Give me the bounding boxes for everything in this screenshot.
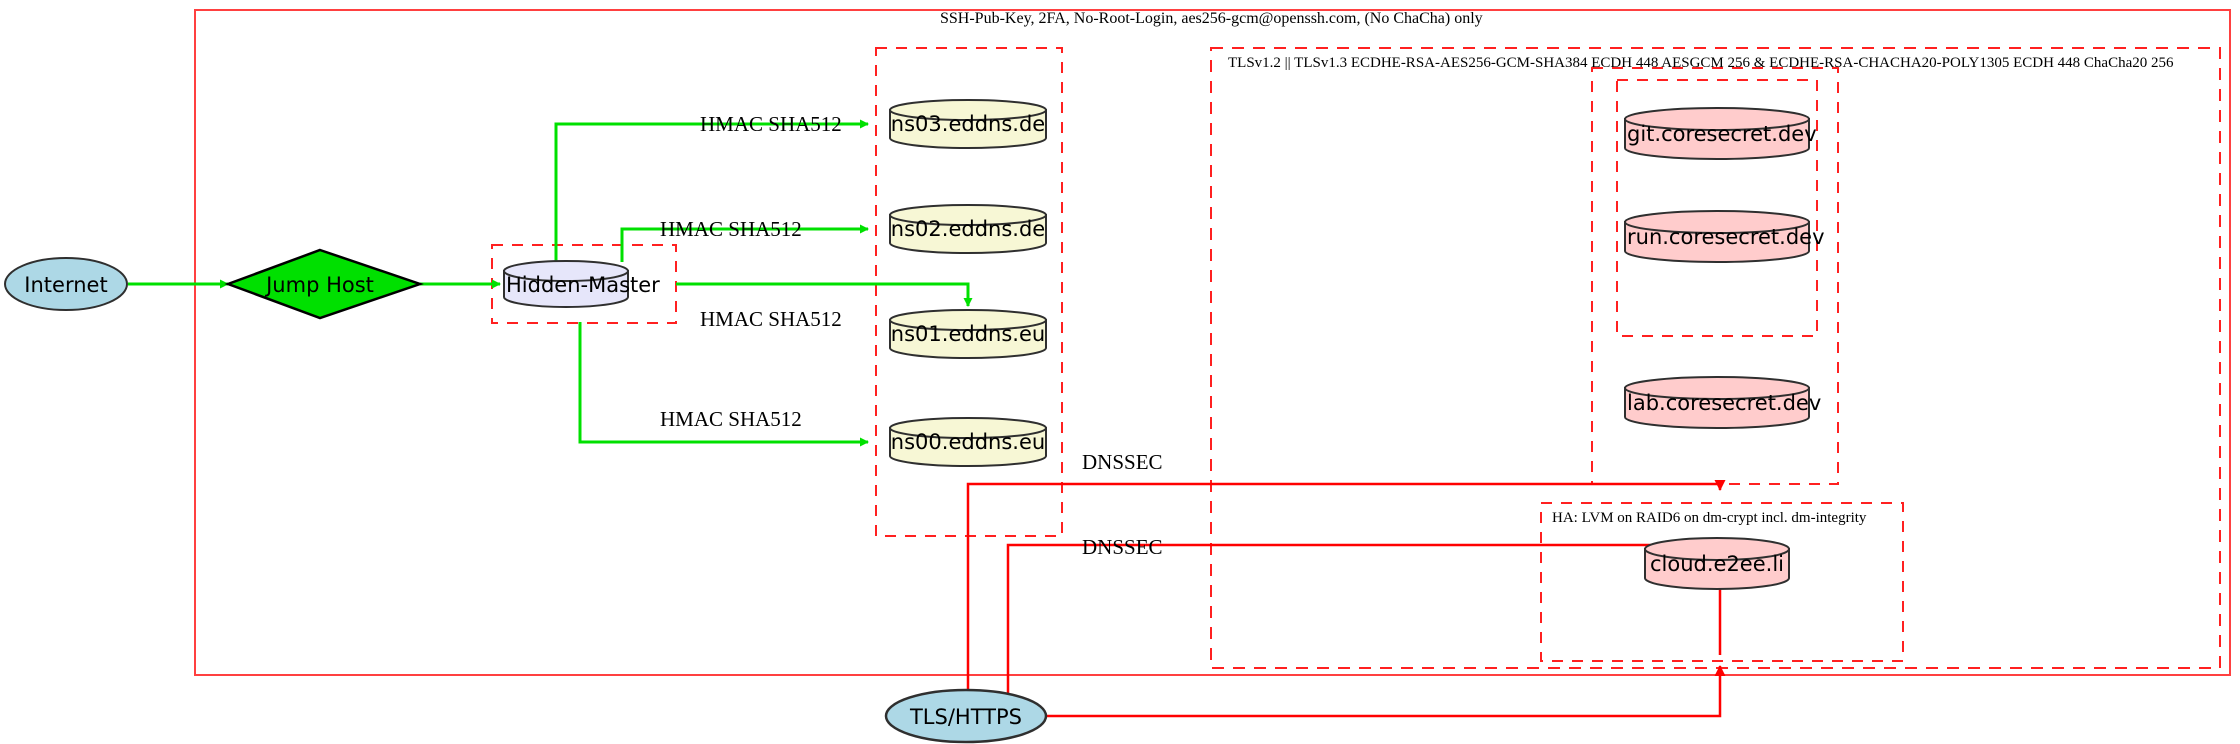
edge-dnssec-upper xyxy=(966,480,1726,716)
node-hidden-master[interactable] xyxy=(503,260,629,308)
node-git-coresecret[interactable] xyxy=(1624,107,1810,160)
node-run-coresecret[interactable] xyxy=(1624,210,1810,263)
edge-hiddenmaster-ns00 xyxy=(578,322,869,447)
node-lab-coresecret[interactable] xyxy=(1624,376,1810,429)
edge-label-dnssec-upper: DNSSEC xyxy=(1082,450,1163,474)
edge-label-hmac-ns00: HMAC SHA512 xyxy=(660,407,802,431)
node-tls-https[interactable] xyxy=(884,688,1048,744)
edge-hiddenmaster-ns03 xyxy=(554,119,869,262)
cluster-outer-ssh xyxy=(194,9,2231,676)
edge-hiddenmaster-ns01 xyxy=(676,282,973,307)
edge-hiddenmaster-ns02 xyxy=(620,224,869,262)
cluster-label-ha-storage: HA: LVM on RAID6 on dm-crypt incl. dm-in… xyxy=(1552,510,1867,526)
node-jump-host[interactable] xyxy=(224,248,424,320)
edge-label-dnssec-lower: DNSSEC xyxy=(1082,535,1163,559)
cluster-label-ssh: SSH-Pub-Key, 2FA, No-Root-Login, aes256-… xyxy=(940,10,1483,27)
edge-label-hmac-ns03: HMAC SHA512 xyxy=(700,112,842,136)
node-ns00[interactable] xyxy=(889,417,1047,467)
edge-label-hmac-ns02: HMAC SHA512 xyxy=(660,217,802,241)
cluster-ha-storage xyxy=(1540,502,1904,662)
edge-tlshttps-cluster xyxy=(1046,665,1726,718)
cluster-label-tls-suite: TLSv1.2 || TLSv1.3 ECDHE-RSA-AES256-GCM-… xyxy=(1228,55,2174,71)
node-ns01[interactable] xyxy=(889,309,1047,359)
edge-label-hmac-ns01: HMAC SHA512 xyxy=(700,307,842,331)
cluster-tls-suite xyxy=(1210,47,2221,669)
node-internet[interactable] xyxy=(4,257,128,311)
edge-dnssec-lower xyxy=(1006,543,1722,716)
node-ns02[interactable] xyxy=(889,204,1047,254)
node-cloud-e2ee[interactable] xyxy=(1644,537,1790,590)
cluster-coresecret-inner xyxy=(1616,79,1818,337)
node-ns03[interactable] xyxy=(889,99,1047,149)
